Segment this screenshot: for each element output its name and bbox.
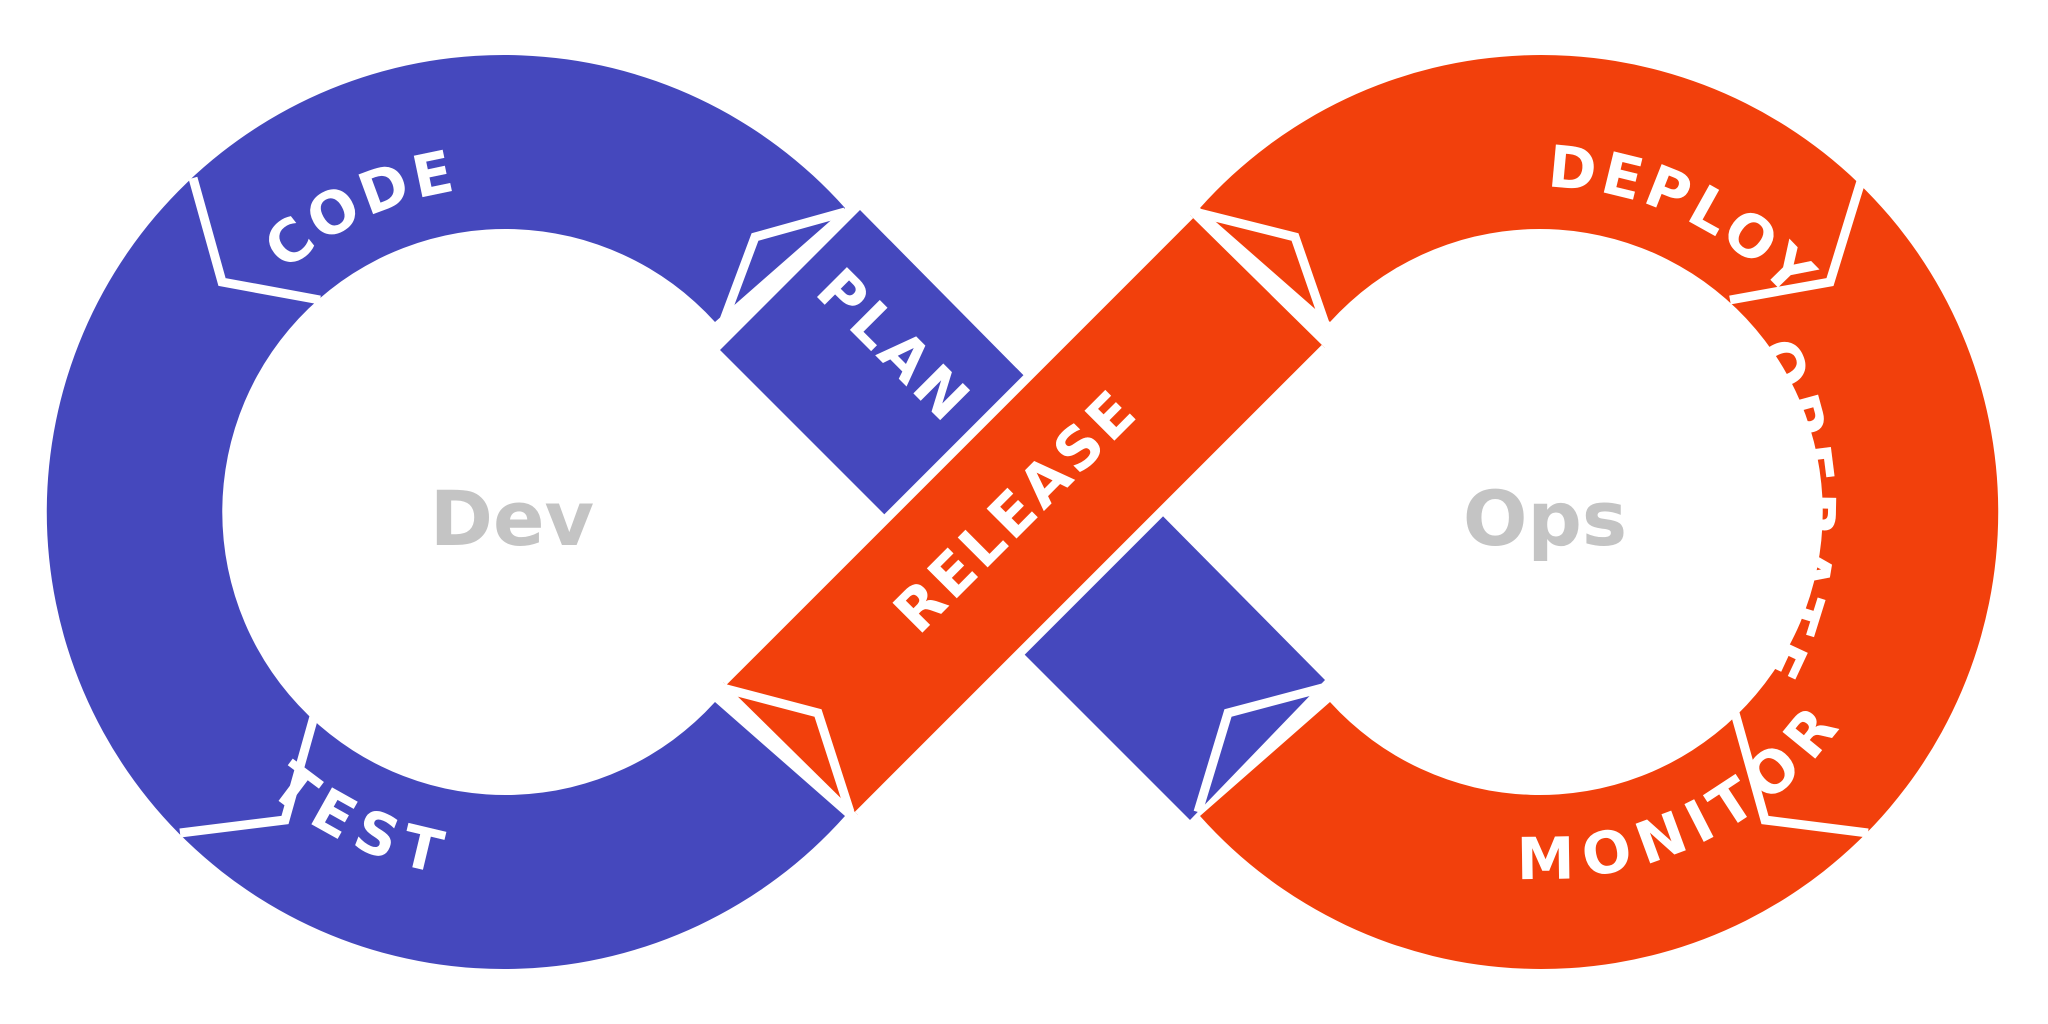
divider-code-plan: [713, 207, 847, 338]
divider-plan-test: [713, 681, 855, 814]
stage-dividers: [179, 176, 1869, 838]
stage-label-build: BUILD: [255, 402, 339, 618]
dev-center-label: Dev: [430, 474, 594, 563]
ops-center-label: Ops: [1463, 474, 1627, 563]
divider-operate-deploy: [1729, 176, 1867, 305]
release-band: [723, 215, 1325, 815]
divider-monitor-operate: [1730, 711, 1869, 838]
divider-release-edge-left: [719, 211, 1194, 686]
divider-release-edge-right: [854, 344, 1329, 819]
divider-build-code: [188, 176, 321, 305]
divider-test-build: [179, 711, 320, 838]
divider-deploy-release: [1193, 207, 1335, 340]
divider-release-monitor: [1193, 681, 1332, 814]
